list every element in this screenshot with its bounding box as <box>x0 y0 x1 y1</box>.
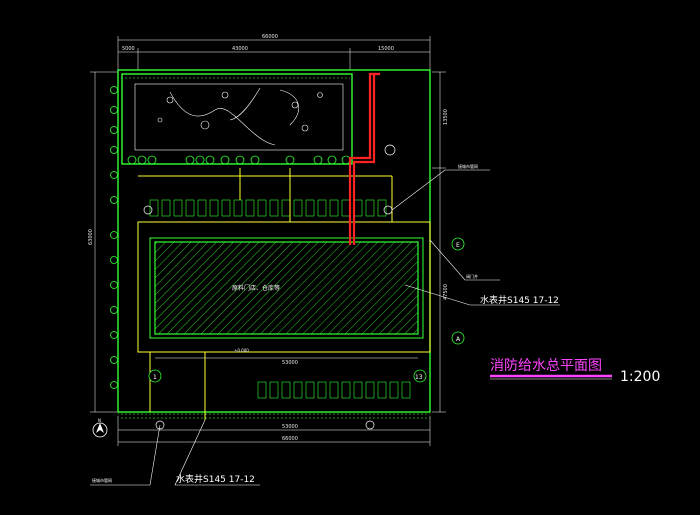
dim-top-mid: 43000 <box>232 46 248 52</box>
dim-top-total: 66000 <box>262 34 278 40</box>
axis-label-13: 13 <box>415 374 423 381</box>
drawing-title: 消防给水总平面图 <box>490 358 602 374</box>
tree-row-top <box>127 155 351 165</box>
axis-label-a: A <box>456 336 461 343</box>
north-arrow-icon <box>92 422 108 438</box>
dim-right-lower: 47500 <box>443 284 449 300</box>
left-dimension-line <box>90 71 118 413</box>
callout-bottom-left-pipe: 水表井S145 17-12 <box>176 473 255 485</box>
site-dotted-band-bottom <box>118 412 430 420</box>
site-boundary <box>117 69 431 413</box>
axis-markers <box>148 237 465 383</box>
callout-top-right-meter: 阀门井 <box>466 273 478 279</box>
supply-pipe <box>348 72 380 245</box>
elevation-marker: ±0.000 <box>234 348 249 353</box>
north-label: N <box>98 418 101 423</box>
leader-lines <box>90 169 560 486</box>
dim-inner-bottom: 53000 <box>282 360 298 366</box>
tree-column-left <box>110 86 118 389</box>
dim-bottom-mid: 53000 <box>282 424 298 430</box>
parking-row-bottom <box>257 381 411 399</box>
callout-right-pipe: 水表井S145 17-12 <box>480 294 559 306</box>
building-outline <box>149 237 424 339</box>
drawing-scale: 1:200 <box>620 369 660 385</box>
callout-bottom-left-valve: 接城市管网 <box>92 477 112 483</box>
bottom-dimension-lines <box>117 357 431 446</box>
axis-label-e: E <box>456 242 460 249</box>
right-dimension-lines <box>432 71 446 413</box>
garden-area <box>134 83 344 151</box>
building-hatch <box>154 241 419 335</box>
building-label: 原料门店、仓库等 <box>232 284 280 292</box>
axis-label-1: 1 <box>153 374 157 381</box>
dim-right-upper: 13500 <box>443 109 449 125</box>
dim-top-left: 5000 <box>122 46 135 52</box>
dim-top-right: 15000 <box>378 46 394 52</box>
site-dotted-band-top <box>118 70 350 80</box>
top-dimension-lines <box>117 36 431 70</box>
parking-row-top <box>149 199 387 217</box>
dim-left-total: 63000 <box>88 229 94 245</box>
callout-top-right-valve: 接城市管网 <box>458 163 478 169</box>
dim-bottom-total: 66000 <box>282 436 298 442</box>
